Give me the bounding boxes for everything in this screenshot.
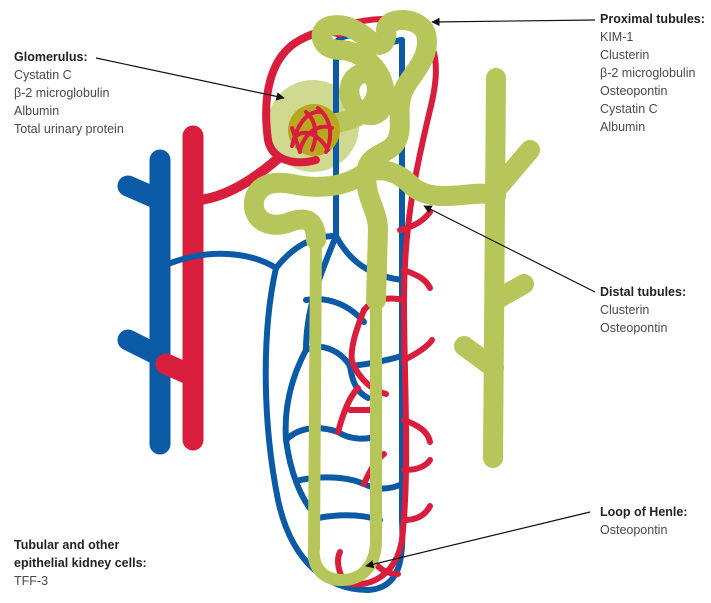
glomerulus-label: Glomerulus: Cystatin C β-2 microglobulin… [14,48,124,138]
glomerulus-title: Glomerulus: [14,48,124,66]
glomerulus-marker: β-2 microglobulin [14,84,124,102]
glomerulus-marker: Total urinary protein [14,120,124,138]
collecting-duct [464,78,530,458]
proximal-marker: Osteopontin [600,82,705,100]
henle-title: Loop of Henle: [600,503,688,521]
renal-vein [128,160,160,444]
proximal-marker: β-2 microglobulin [600,64,705,82]
distal-label: Distal tubules: Clusterin Osteopontin [600,283,686,337]
distal-title: Distal tubules: [600,283,686,301]
leader-proximal [432,20,595,22]
glomerulus-marker: Cystatin C [14,66,124,84]
proximal-label: Proximal tubules: KIM-1 Clusterin β-2 mi… [600,10,705,136]
leader-glomerulus [96,58,284,98]
proximal-marker: Clusterin [600,46,705,64]
distal-marker: Osteopontin [600,319,686,337]
proximal-title: Proximal tubules: [600,10,705,28]
leader-distal [424,206,595,292]
proximal-marker: KIM-1 [600,28,705,46]
proximal-marker: Cystatin C [600,100,705,118]
henle-marker: Osteopontin [600,521,688,539]
tubular-label: Tubular and other epithelial kidney cell… [14,536,147,590]
tubular-title-line2: epithelial kidney cells: [14,554,147,572]
tubular-marker: TFF-3 [14,572,147,590]
distal-marker: Clusterin [600,301,686,319]
proximal-marker: Albumin [600,118,705,136]
tubular-title-line1: Tubular and other [14,536,147,554]
henle-label: Loop of Henle: Osteopontin [600,503,688,539]
glomerulus-marker: Albumin [14,102,124,120]
